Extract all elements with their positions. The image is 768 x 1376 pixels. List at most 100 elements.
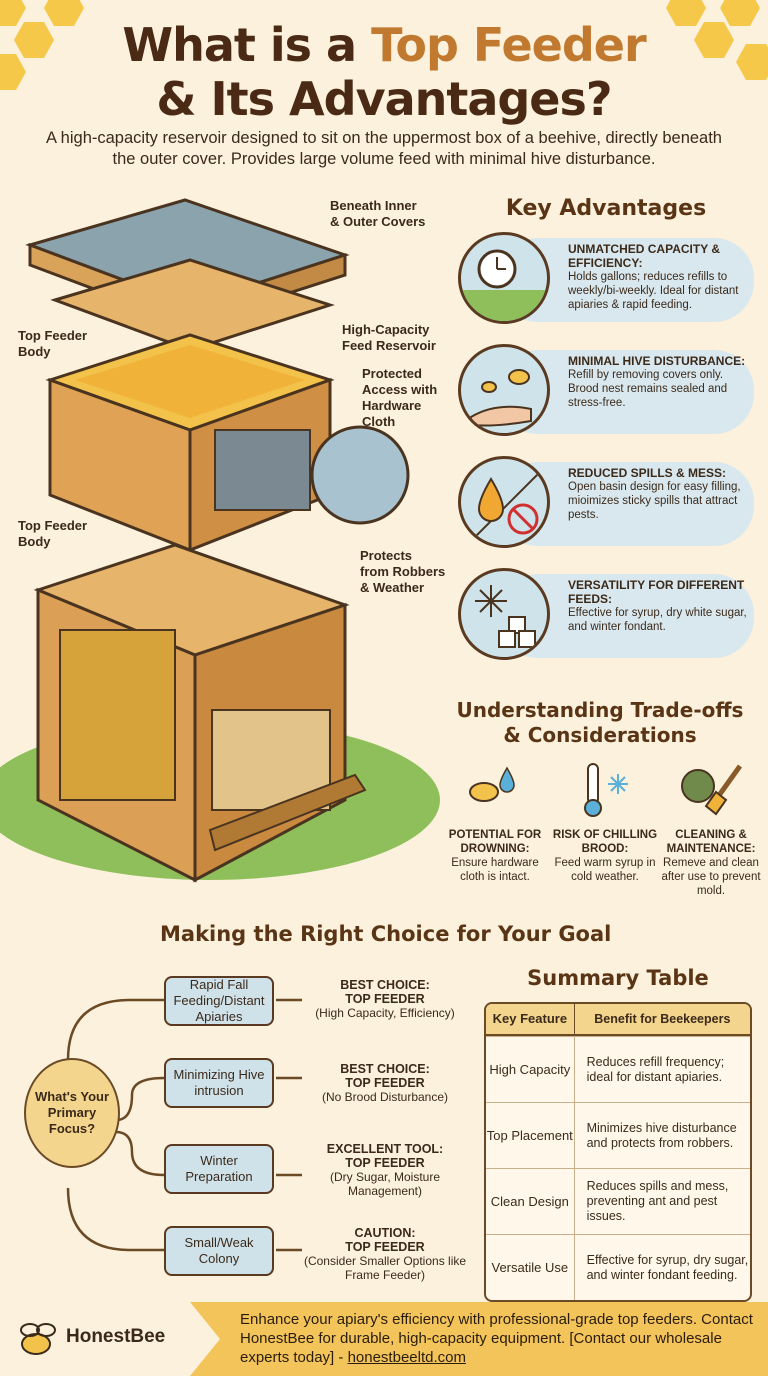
website-link[interactable]: honestbeeltd.com	[347, 1349, 466, 1366]
benefit-cell: Reduces refill frequency; ideal for dist…	[586, 1054, 725, 1084]
page-subtitle: A high-capacity reservoir designed to si…	[46, 129, 722, 168]
footer-cta: Enhance your apiary's efficiency with pr…	[240, 1310, 760, 1367]
tradeoff-title: POTENTIAL FOR DROWNING:	[448, 829, 542, 855]
tradeoff-item: RISK OF CHILLING BROOD: Feed warm syrup …	[552, 760, 658, 884]
mold-brush-icon	[681, 764, 743, 816]
honeycomb-frame	[59, 629, 176, 801]
choice-verdict: CAUTION:	[354, 1226, 416, 1240]
focus-option: Minimizing Hive intrusion	[164, 1058, 274, 1108]
heading-line: Understanding Trade-offs	[456, 698, 744, 722]
choice-result: CAUTION: TOP FEEDER (Consider Smaller Op…	[300, 1226, 470, 1282]
advantage-title: MINIMAL HIVE DISTURBANCE:	[568, 354, 746, 368]
clock-icon	[458, 232, 550, 324]
benefit-cell: Minimizes hive disturbance and protects …	[586, 1120, 737, 1150]
advantage-card: VERSATILITY FOR DIFFERENT FEEDS: Effecti…	[458, 568, 754, 660]
primary-focus-node: What's Your Primary Focus?	[24, 1058, 120, 1168]
feature-cell: Versatile Use	[486, 1235, 575, 1300]
footer-banner: HonestBee Enhance your apiary's efficien…	[0, 1302, 768, 1376]
hive-illustration	[0, 198, 440, 883]
advantage-text: UNMATCHED CAPACITY & EFFICIENCY: Holds g…	[568, 242, 750, 312]
choice-note: (No Brood Disturbance)	[321, 1090, 449, 1104]
magnify-detail	[310, 425, 410, 525]
title-part: & Its Advantages?	[156, 72, 612, 126]
table-row: Versatile Use Effective for syrup, dry s…	[486, 1234, 750, 1300]
focus-option: Winter Preparation	[164, 1144, 274, 1194]
brand-logo: HonestBee	[66, 1326, 166, 1347]
landing-board	[208, 773, 367, 852]
advantage-title: UNMATCHED CAPACITY & EFFICIENCY:	[568, 242, 720, 270]
table-row: High Capacity Reduces refill frequency; …	[486, 1036, 750, 1102]
table-row: Top Placement Minimizes hive disturbance…	[486, 1102, 750, 1168]
snowflake-sugar-icon	[458, 568, 550, 660]
choice-verdict: BEST CHOICE:	[340, 978, 430, 992]
col-header: Benefit for Beekeepers	[594, 1011, 731, 1026]
summary-table: Key Feature Benefit for Beekeepers High …	[484, 1002, 752, 1302]
choice-product: TOP FEEDER	[345, 992, 425, 1006]
label-reservoir: High-Capacity Feed Reservoir	[342, 322, 436, 353]
advantages-heading: Key Advantages	[505, 196, 707, 221]
benefit-cell: Reduces spills and mess, preventing ant …	[586, 1179, 729, 1223]
label-robbers: Protects from Robbers & Weather	[360, 548, 446, 595]
table-row: Clean Design Reduces spills and mess, pr…	[486, 1168, 750, 1234]
tradeoff-text: Remeve and clean after use to prevent mo…	[661, 857, 761, 897]
advantage-desc: Holds gallons; reduces refills to weekly…	[568, 271, 739, 311]
tradeoff-title: CLEANING & MAINTENANCE:	[666, 829, 756, 855]
advantage-text: MINIMAL HIVE DISTURBANCE: Refill by remo…	[568, 354, 750, 410]
advantage-desc: Refill by removing covers only. Brood ne…	[568, 369, 728, 409]
honeycomb-decor	[694, 22, 734, 58]
inner-cover	[50, 258, 335, 352]
advantage-title: REDUCED SPILLS & MESS:	[568, 466, 727, 480]
advantage-card: UNMATCHED CAPACITY & EFFICIENCY: Holds g…	[458, 232, 754, 324]
focus-option: Rapid Fall Feeding/Distant Apiaries	[164, 976, 274, 1026]
title-highlight: Top Feeder	[371, 18, 647, 72]
advantage-text: REDUCED SPILLS & MESS: Open basin design…	[568, 466, 750, 522]
tradeoff-item: CLEANING & MAINTENANCE: Remeve and clean…	[658, 760, 764, 898]
tradeoff-text: Feed warm syrup in cold weather.	[554, 857, 656, 883]
tradeoffs-heading: Understanding Trade-offs & Consideration…	[440, 698, 760, 748]
advantage-desc: Open basin design for easy filling, mioi…	[568, 481, 741, 521]
choice-result: BEST CHOICE: TOP FEEDER (High Capacity, …	[300, 978, 470, 1020]
title-part: What is a	[122, 18, 372, 72]
choice-result: BEST CHOICE: TOP FEEDER (No Brood Distur…	[300, 1062, 470, 1104]
feature-cell: Top Placement	[486, 1103, 575, 1168]
choice-verdict: EXCELLENT TOOL:	[326, 1142, 444, 1156]
drop-no-ant-icon	[458, 456, 550, 548]
choice-product: TOP FEEDER	[345, 1240, 425, 1254]
choice-note: (Dry Sugar, Moisture Management)	[329, 1170, 441, 1198]
choice-heading: Making the Right Choice for Your Goal	[160, 922, 612, 946]
hardware-cloth	[214, 429, 311, 511]
table-header: Key Feature Benefit for Beekeepers	[486, 1004, 750, 1036]
choice-product: TOP FEEDER	[345, 1076, 425, 1090]
advantage-title: VERSATILITY FOR DIFFERENT FEEDS:	[568, 578, 745, 606]
advantage-text: VERSATILITY FOR DIFFERENT FEEDS: Effecti…	[568, 578, 750, 634]
syrup-surface	[75, 345, 305, 418]
heading-line: & Considerations	[503, 723, 697, 747]
benefit-cell: Effective for syrup, dry sugar, and wint…	[586, 1252, 749, 1282]
tradeoff-title: RISK OF CHILLING BROOD:	[552, 829, 658, 855]
advantage-card: REDUCED SPILLS & MESS: Open basin design…	[458, 456, 754, 548]
choice-note: (Consider Smaller Options like Frame Fee…	[303, 1254, 467, 1282]
col-header: Key Feature	[486, 1004, 575, 1034]
label-covers: Beneath Inner & Outer Covers	[330, 198, 426, 229]
choice-verdict: BEST CHOICE:	[340, 1062, 430, 1076]
decision-flow-lines	[66, 998, 302, 1252]
focus-option: Small/Weak Colony	[164, 1226, 274, 1276]
feature-cell: Clean Design	[486, 1169, 575, 1234]
tradeoff-text: Ensure hardware cloth is intact.	[451, 857, 539, 883]
label-feeder-body-2: Top Feeder Body	[18, 518, 88, 549]
choice-result: EXCELLENT TOOL: TOP FEEDER (Dry Sugar, M…	[300, 1142, 470, 1198]
bee-drop-icon	[469, 766, 515, 802]
advantage-desc: Effective for syrup, dry white sugar, an…	[568, 607, 747, 633]
choice-note: (High Capacity, Efficiency)	[315, 1006, 455, 1020]
feature-cell: High Capacity	[486, 1037, 575, 1102]
label-feeder-body: Top Feeder Body	[18, 328, 88, 359]
summary-heading: Summary Table	[527, 966, 709, 990]
page-title: What is a Top Feeder & Its Advantages?	[0, 18, 768, 126]
cta-text: Enhance your apiary's efficiency with pr…	[240, 1311, 753, 1366]
thermometer-icon	[584, 763, 628, 817]
label-access: Protected Access with Hardware Cloth	[362, 366, 438, 429]
tradeoff-item: POTENTIAL FOR DROWNING: Ensure hardware …	[442, 760, 548, 884]
advantage-card: MINIMAL HIVE DISTURBANCE: Refill by remo…	[458, 344, 754, 436]
bee-logo-icon	[20, 1323, 56, 1355]
bee-hand-icon	[458, 344, 550, 436]
